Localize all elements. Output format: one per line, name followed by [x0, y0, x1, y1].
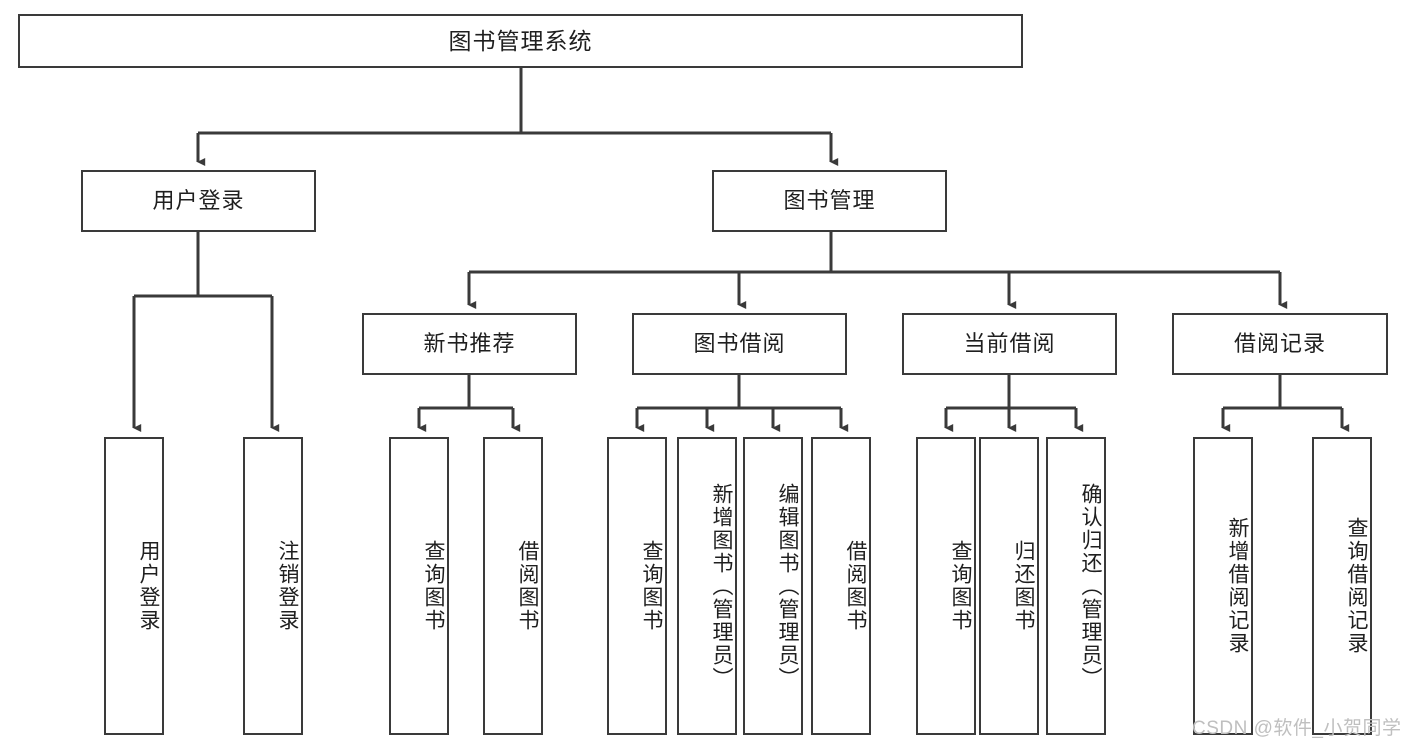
node-current-borrow[interactable]: 当前借阅 [902, 313, 1117, 375]
node-label: 新增图书（管理员） [710, 482, 733, 690]
leaf-current-query-book[interactable]: 查询图书 [916, 437, 976, 735]
node-label: 新书推荐 [423, 331, 516, 357]
node-label: 图书管理 [783, 188, 876, 214]
node-label: 当前借阅 [963, 331, 1056, 357]
node-label: 查询图书 [640, 540, 663, 632]
leaf-current-confirm-return-admin[interactable]: 确认归还（管理员） [1046, 437, 1106, 735]
node-root-system[interactable]: 图书管理系统 [18, 14, 1023, 68]
leaf-borrow-query-book[interactable]: 查询图书 [607, 437, 667, 735]
node-label: 借阅图书 [516, 540, 539, 632]
node-label: 用户登录 [137, 540, 160, 632]
leaf-user-login-logout[interactable]: 注销登录 [243, 437, 303, 735]
leaf-current-return-book[interactable]: 归还图书 [979, 437, 1039, 735]
watermark-text: CSDN @软件_小贺同学 [1192, 718, 1402, 739]
node-label: 新增借阅记录 [1226, 517, 1249, 655]
node-new-book-recommend[interactable]: 新书推荐 [362, 313, 577, 375]
node-book-management[interactable]: 图书管理 [712, 170, 947, 232]
leaf-recommend-query-book[interactable]: 查询图书 [389, 437, 449, 735]
leaf-record-add-record[interactable]: 新增借阅记录 [1193, 437, 1253, 735]
leaf-borrow-borrow-book[interactable]: 借阅图书 [811, 437, 871, 735]
node-label: 确认归还（管理员） [1079, 482, 1102, 690]
node-label: 编辑图书（管理员） [776, 482, 799, 690]
node-label: 借阅图书 [844, 540, 867, 632]
node-label: 归还图书 [1012, 540, 1035, 632]
node-label: 图书借阅 [693, 331, 786, 357]
node-label: 图书管理系统 [448, 27, 593, 54]
node-label: 查询图书 [422, 540, 445, 632]
node-label: 查询图书 [949, 540, 972, 632]
leaf-user-login-login[interactable]: 用户登录 [104, 437, 164, 735]
leaf-borrow-edit-book-admin[interactable]: 编辑图书（管理员） [743, 437, 803, 735]
leaf-record-query-record[interactable]: 查询借阅记录 [1312, 437, 1372, 735]
node-label: 用户登录 [152, 188, 245, 214]
node-label: 注销登录 [276, 540, 299, 632]
node-book-borrow[interactable]: 图书借阅 [632, 313, 847, 375]
node-label: 查询借阅记录 [1345, 517, 1368, 655]
leaf-borrow-add-book-admin[interactable]: 新增图书（管理员） [677, 437, 737, 735]
node-label: 借阅记录 [1233, 331, 1326, 357]
node-borrow-record[interactable]: 借阅记录 [1172, 313, 1388, 375]
node-user-login[interactable]: 用户登录 [81, 170, 316, 232]
leaf-recommend-borrow-book[interactable]: 借阅图书 [483, 437, 543, 735]
